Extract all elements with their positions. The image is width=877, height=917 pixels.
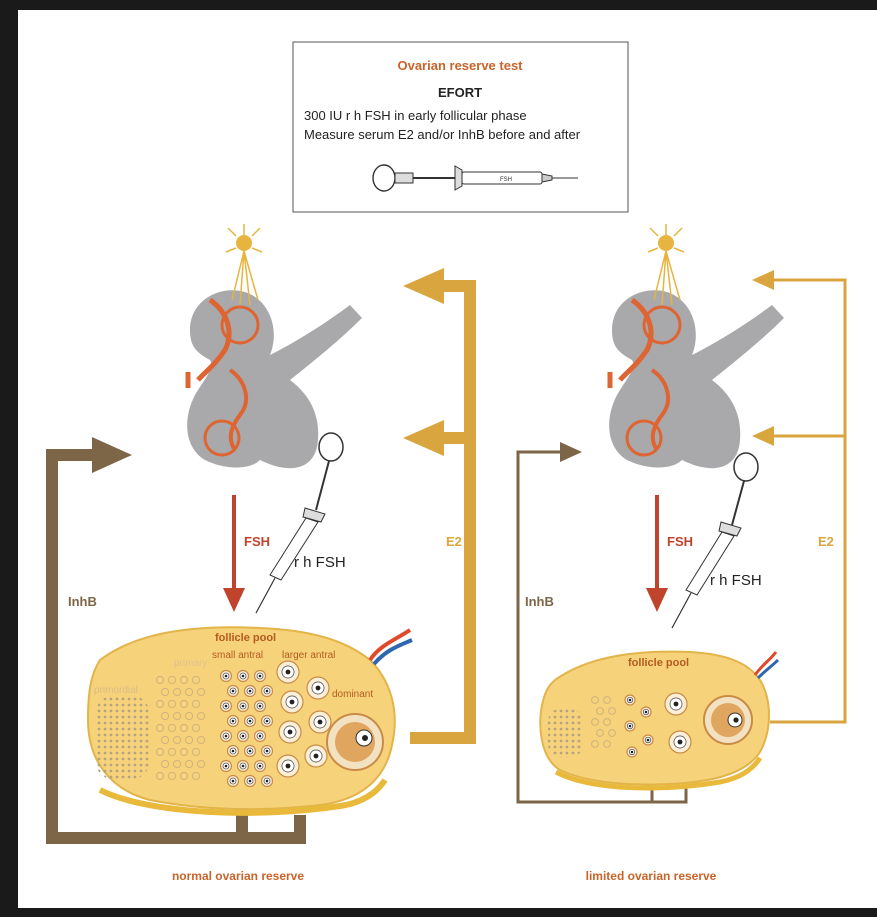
follicle <box>277 755 299 777</box>
follicle <box>281 691 303 713</box>
follicle <box>279 721 301 743</box>
left-small-antral-label: small antral <box>212 650 263 661</box>
left-larger-antral-label: larger antral <box>282 650 335 661</box>
left-dominant-label: dominant <box>332 689 373 700</box>
left-primordial-label: primordial <box>94 685 138 696</box>
follicle <box>228 746 239 757</box>
follicle <box>307 677 329 699</box>
follicle <box>221 701 232 712</box>
left-pool-label: follicle pool <box>215 632 276 644</box>
follicle <box>221 761 232 772</box>
follicle <box>625 695 635 705</box>
follicle <box>228 776 239 787</box>
follicle <box>238 731 249 742</box>
follicle <box>238 761 249 772</box>
left-fsh-label: FSH <box>244 534 270 549</box>
left-inhb-label: InhB <box>68 594 97 609</box>
syringe-label: FSH <box>500 177 512 183</box>
box-line-2: Measure serum E2 and/or InhB before and … <box>304 127 581 142</box>
left-caption: normal ovarian reserve <box>172 869 304 883</box>
right-e2-label: E2 <box>818 534 834 549</box>
follicle <box>245 686 256 697</box>
right-rhfsh-label: r h FSH <box>710 572 762 589</box>
follicle <box>255 701 266 712</box>
follicle <box>228 686 239 697</box>
follicle <box>245 776 256 787</box>
follicle <box>669 731 691 753</box>
follicle <box>245 746 256 757</box>
follicle <box>262 746 273 757</box>
box-subtitle: EFORT <box>438 85 482 100</box>
left-primordial-cluster <box>95 695 150 780</box>
left-e2-label: E2 <box>446 534 462 549</box>
right-primordial-cluster <box>548 708 583 758</box>
box-line-1: 300 IU r h FSH in early follicular phase <box>304 108 527 123</box>
follicle <box>238 701 249 712</box>
follicle <box>277 661 299 683</box>
box-title: Ovarian reserve test <box>397 58 523 73</box>
left-dominant-follicle <box>327 714 383 770</box>
left-rhfsh-label: r h FSH <box>294 554 346 571</box>
follicle <box>262 686 273 697</box>
follicle <box>641 707 651 717</box>
follicle <box>238 671 249 682</box>
right-dominant-follicle <box>704 696 752 744</box>
follicle <box>262 716 273 727</box>
follicle <box>305 745 327 767</box>
follicle <box>221 731 232 742</box>
follicle <box>221 671 232 682</box>
right-fsh-label: FSH <box>667 534 693 549</box>
follicle <box>255 761 266 772</box>
follicle <box>665 693 687 715</box>
follicle <box>228 716 239 727</box>
follicle <box>255 731 266 742</box>
right-caption: limited ovarian reserve <box>586 869 717 883</box>
follicle <box>255 671 266 682</box>
follicle <box>625 721 635 731</box>
right-pool-label: follicle pool <box>628 657 689 669</box>
left-primary-label: primary <box>174 658 207 669</box>
follicle <box>309 711 331 733</box>
right-inhb-label: InhB <box>525 594 554 609</box>
follicle <box>627 747 637 757</box>
follicle <box>643 735 653 745</box>
follicle <box>245 716 256 727</box>
follicle <box>262 776 273 787</box>
test-info-box: Ovarian reserve test EFORT 300 IU r h FS… <box>293 42 628 212</box>
